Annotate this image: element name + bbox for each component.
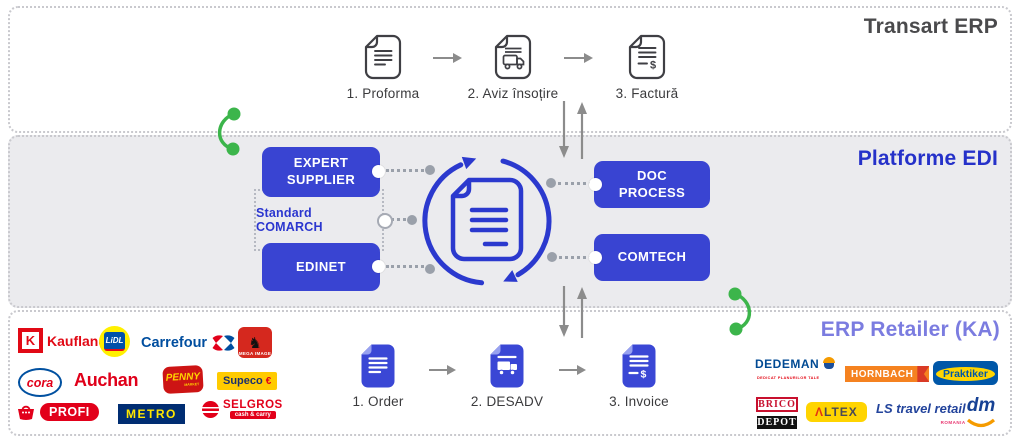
logo-metro: METRO <box>118 404 185 424</box>
logo-dm: dm <box>966 396 996 428</box>
invoice-label: 3. Invoice <box>609 394 669 409</box>
logo-altex: ΛLTEX <box>806 402 867 422</box>
logo-dedeman: DEDEMAN DEDICAT PLANURILOR TALE <box>755 357 836 380</box>
dedeman-mascot-icon <box>822 357 836 371</box>
comtech-box: COMTECH <box>594 234 710 281</box>
lidl-icon: LiDL <box>99 326 130 357</box>
svg-text:$: $ <box>641 369 647 381</box>
logo-hornbach: HORNBACH <box>845 366 930 382</box>
factura-label: 3. Factură <box>615 86 679 101</box>
logo-ls-travel-retail: LS travel retail ROMANIA <box>876 401 966 425</box>
desadv-document-icon <box>489 343 525 394</box>
logo-mega-image: ♞ MEGA IMAGE <box>238 327 272 358</box>
logo-auchan: Auchan <box>74 370 139 390</box>
praktiker-badge: Praktiker <box>933 361 998 385</box>
kaufland-k-icon: K <box>18 328 43 353</box>
green-link-icon <box>717 284 763 345</box>
mega-image-badge: ♞ MEGA IMAGE <box>238 327 272 358</box>
hornbach-badge: HORNBACH <box>845 366 930 382</box>
logo-supeco: Supeco € <box>217 372 278 390</box>
connector-node <box>589 178 602 191</box>
connector-node <box>372 165 385 178</box>
penny-badge: PENNY MARKET <box>162 364 204 395</box>
logo-selgros: SELGROS cash & carry <box>202 399 283 419</box>
order-document-icon <box>360 343 396 394</box>
flow-arrow-icon <box>433 51 463 69</box>
logo-penny: PENNY MARKET <box>162 364 204 395</box>
doc-process-box: DOC PROCESS <box>594 161 710 208</box>
connector-node <box>377 213 393 229</box>
cart-icon: € <box>265 375 272 387</box>
logo-brico-depot: BRICO DEPOT <box>756 397 798 429</box>
connector-line <box>391 218 406 221</box>
selgros-icon <box>202 400 219 418</box>
erp-retailer-title: ERP Retailer (KA) <box>820 318 1000 341</box>
expert-supplier-box: EXPERT SUPPLIER <box>262 147 380 197</box>
supeco-badge: Supeco € <box>217 372 278 390</box>
connector-line <box>386 265 424 268</box>
basket-icon <box>18 405 34 420</box>
logo-praktiker: Praktiker <box>933 361 998 385</box>
logo-profi: PROFI <box>16 402 99 421</box>
carrefour-icon <box>212 335 235 351</box>
connector-line <box>558 182 592 185</box>
logo-carrefour: Carrefour <box>141 334 235 352</box>
aviz-label: 2. Aviz însoțire <box>467 86 559 101</box>
logo-lidl: LiDL <box>99 326 130 357</box>
edinet-box: EDINET <box>262 243 380 291</box>
sync-arrows-icon <box>556 286 590 343</box>
logo-cora: cora <box>18 368 62 397</box>
platforme-edi-title: Platforme EDI <box>857 147 998 170</box>
dm-arc-icon <box>966 418 996 428</box>
green-link-icon <box>206 104 252 165</box>
proforma-label: 1. Proforma <box>346 86 420 101</box>
connector-dot <box>425 264 435 274</box>
edi-hub-cycle-icon <box>412 146 562 301</box>
factura-document-icon: $ <box>627 33 667 86</box>
flow-arrow-icon <box>559 363 587 381</box>
comarch-standard-frame: Standard COMARCH <box>254 189 384 251</box>
connector-dot <box>407 215 417 225</box>
connector-line <box>386 169 424 172</box>
order-label: 1. Order <box>352 394 404 409</box>
altex-badge: ΛLTEX <box>806 402 867 422</box>
transart-erp-title: Transart ERP <box>863 15 998 38</box>
connector-node <box>372 260 385 273</box>
flow-arrow-icon <box>564 51 594 69</box>
lion-icon: ♞ <box>248 335 262 352</box>
connector-dot <box>425 165 435 175</box>
connector-line <box>559 256 592 259</box>
hornbach-k-icon <box>917 366 930 382</box>
connector-dot <box>546 178 556 188</box>
flow-arrow-icon <box>429 363 457 381</box>
proforma-document-icon <box>363 33 403 86</box>
svg-text:$: $ <box>650 60 656 72</box>
connector-node <box>589 251 602 264</box>
aviz-document-icon <box>493 33 533 86</box>
invoice-document-icon: $ <box>621 343 657 394</box>
desadv-label: 2. DESADV <box>470 394 544 409</box>
comarch-standard-label: Standard COMARCH <box>256 206 323 234</box>
logo-kaufland: K Kaufland <box>18 328 107 353</box>
connector-dot <box>547 252 557 262</box>
sync-arrows-icon <box>556 101 590 164</box>
